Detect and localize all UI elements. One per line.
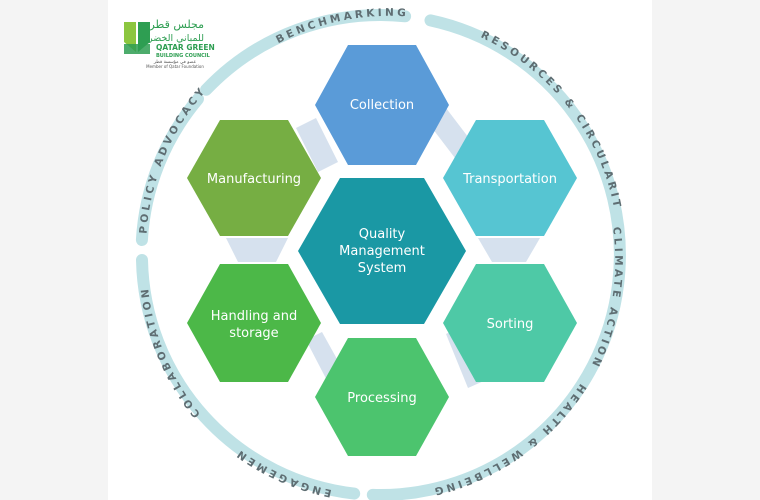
hex-handling <box>187 264 321 382</box>
leaf-icon <box>124 22 150 54</box>
logo-arabic-line2: للمباني الخضراء <box>141 33 204 44</box>
hex-transportation <box>443 120 577 236</box>
ring-segment-right <box>366 14 626 500</box>
center-label-line3: System <box>358 261 406 276</box>
connector-manufacturing-collection <box>296 118 338 172</box>
center-label-line1: Quality <box>359 227 406 242</box>
hex-label-handling-line2: storage <box>229 326 278 341</box>
logo-english-line2: BUILDING COUNCIL <box>156 53 211 59</box>
ring-label-engagement: ENGAGEMENT <box>0 0 333 499</box>
logo-member-english: Member of Qatar Foundation <box>146 64 204 69</box>
ring-label-climate: CLIMATE ACTION <box>588 226 624 371</box>
hex-label-transportation: Transportation <box>462 172 557 187</box>
qgbc-logo: مجلس قطر للمباني الخضراء QATAR GREEN BUI… <box>124 18 215 69</box>
logo-english-line1: QATAR GREEN <box>156 43 215 52</box>
hex-label-manufacturing: Manufacturing <box>207 172 301 187</box>
hex-label-processing: Processing <box>347 391 416 406</box>
ring-segment-top <box>200 9 412 96</box>
logo-arabic-line1: مجلس قطر <box>148 18 204 31</box>
hex-manufacturing <box>187 120 321 236</box>
connector-transport-sorting <box>478 238 540 262</box>
ring-segment-left <box>136 254 361 500</box>
hex-center <box>298 178 466 324</box>
hex-label-collection: Collection <box>350 98 414 113</box>
hex-sorting <box>443 264 577 382</box>
connector-handling-manufacturing <box>226 238 288 262</box>
center-label-line2: Management <box>339 244 425 259</box>
hex-label-handling-line1: Handling and <box>211 309 298 324</box>
logo-member-arabic: عضو في مؤسسة قطر <box>153 60 197 65</box>
ring-segment-upper-left <box>135 93 204 246</box>
hex-collection <box>315 45 449 165</box>
hex-label-sorting: Sorting <box>487 317 534 332</box>
hex-processing <box>315 338 449 456</box>
outer-ring <box>135 9 626 500</box>
